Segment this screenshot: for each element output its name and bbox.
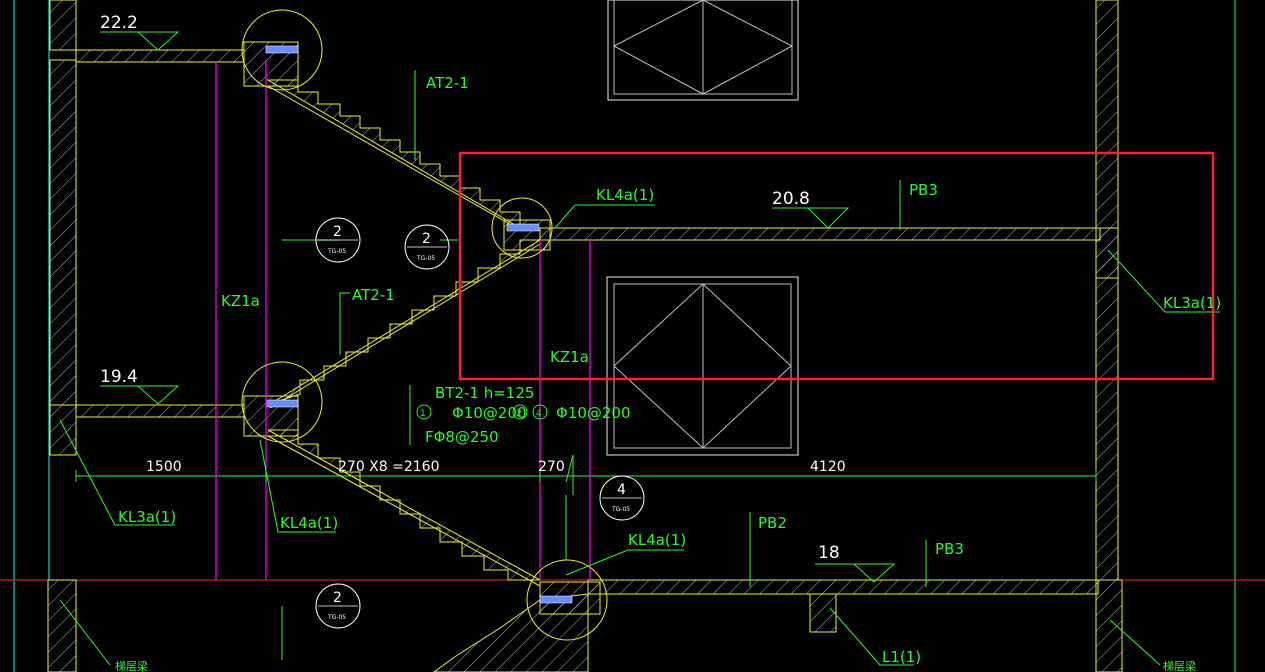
detail-ref-3-number: 2 — [333, 590, 342, 606]
leader-lines — [59, 70, 1220, 666]
selection-highlight[interactable] — [458, 151, 1215, 381]
level-20-8: 20.8 — [772, 189, 810, 209]
label-kl3a-right: KL3a(1) — [1163, 294, 1221, 312]
slab-note-line1: BT2-1 h=125 — [435, 384, 534, 402]
column-lines — [215, 60, 591, 580]
detail-ref-4[interactable]: 4 TG-05 — [599, 475, 645, 521]
dimension-stairs: 270 X8 =2160 — [338, 459, 439, 475]
label-kl3a-left: KL3a(1) — [118, 508, 176, 526]
detail-ref-4-sheet: TG-05 — [611, 506, 630, 513]
detail-ref-1-number: 2 — [333, 224, 342, 240]
dimension-ticks — [75, 454, 1097, 483]
label-kz1a-right: KZ1a — [550, 348, 589, 366]
label-kz1a-left: KZ1a — [221, 292, 260, 310]
level-markers — [100, 31, 896, 583]
slab-note-rebar2: Φ10@200 — [556, 404, 631, 422]
detail-ref-1[interactable]: 2 TG-05 — [315, 217, 361, 263]
label-l1: L1(1) — [882, 648, 921, 666]
label-kl4a-left: KL4a(1) — [280, 514, 338, 532]
detail-ref-3[interactable]: 2 TG-05 — [315, 583, 361, 629]
detail-ref-2[interactable]: 2 TG-05 — [404, 224, 450, 270]
label-at2-lower: AT2-1 — [352, 286, 395, 304]
label-kl4a-bottom: KL4a(1) — [628, 531, 686, 549]
detail-ref-1-sheet: TG-05 — [327, 248, 346, 255]
label-ladder-beam-right: 梯层梁 — [1163, 659, 1196, 672]
label-pb2: PB2 — [758, 514, 787, 532]
level-22-2: 22.2 — [100, 13, 138, 33]
slab-note-marker1: 1 — [420, 409, 426, 419]
dimension-right: 4120 — [810, 459, 846, 475]
slab-note-line3: FΦ8@250 — [425, 428, 499, 446]
label-ladder-beam-left: 梯层梁 — [115, 659, 148, 672]
dimension-mid: 270 — [538, 459, 565, 475]
landing-beams — [243, 41, 601, 615]
label-at2-upper: AT2-1 — [426, 74, 469, 92]
detail-ref-2-sheet: TG-05 — [416, 255, 435, 262]
slab-note-marker2: 2 — [516, 409, 522, 419]
detail-ref-4-number: 4 — [617, 482, 626, 498]
label-pb3-top: PB3 — [909, 181, 938, 199]
label-kl4a-top: KL4a(1) — [596, 186, 654, 204]
windows — [606, 0, 799, 456]
walls — [47, 0, 1123, 672]
level-19-4: 19.4 — [100, 367, 138, 387]
label-pb3-bottom: PB3 — [935, 540, 964, 558]
detail-ref-2-number: 2 — [422, 231, 431, 247]
slab-note-marker4: 4 — [536, 409, 542, 419]
slab-note: BT2-1 h=125 1 Φ10@200 2 4 Φ10@200 FΦ8@25… — [416, 384, 631, 446]
dimension-left: 1500 — [146, 459, 182, 475]
level-18: 18 — [818, 543, 840, 563]
slab-note-rebar1: Φ10@200 — [452, 404, 527, 422]
landing-circles — [241, 9, 608, 641]
detail-ref-3-sheet: TG-05 — [327, 614, 346, 621]
